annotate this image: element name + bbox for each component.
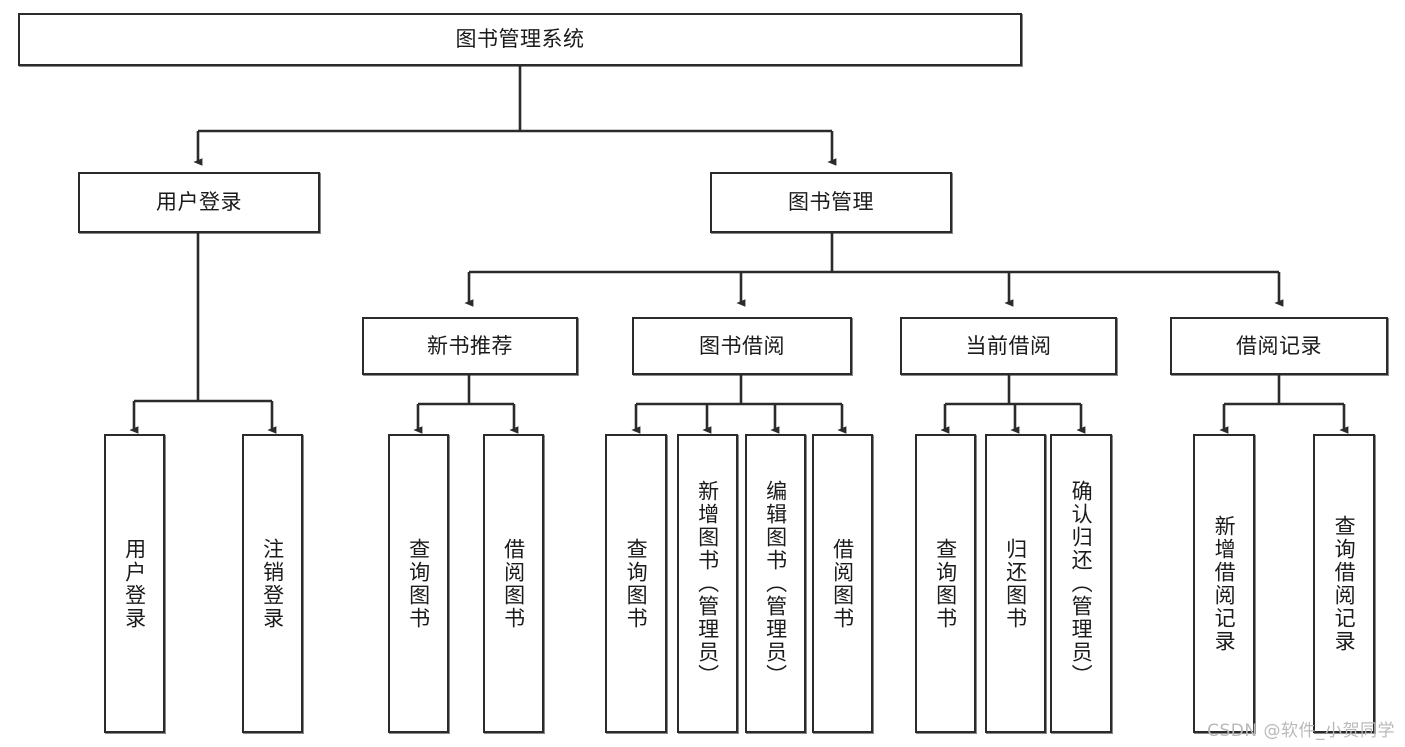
node-leaf-edit-book[interactable]: 编辑图书（管理员） — [745, 434, 806, 733]
node-new-book-rec-label: 新书推荐 — [427, 333, 513, 358]
node-leaf-query-book-1-label: 查询图书 — [406, 537, 431, 630]
node-leaf-query-book-3[interactable]: 查询图书 — [915, 434, 976, 733]
node-current-borrow[interactable]: 当前借阅 — [900, 317, 1117, 375]
node-leaf-borrow-book-1[interactable]: 借阅图书 — [483, 434, 544, 733]
node-leaf-confirm-return-label: 确认归还（管理员） — [1069, 480, 1094, 687]
watermark: CSDN @软件_小贺同学 — [1207, 721, 1395, 741]
node-leaf-query-book-1[interactable]: 查询图书 — [388, 434, 449, 733]
node-user-login[interactable]: 用户登录 — [78, 172, 320, 233]
node-leaf-add-book[interactable]: 新增图书（管理员） — [677, 434, 738, 733]
node-book-manage-label: 图书管理 — [788, 190, 874, 215]
node-leaf-query-record-label: 查询借阅记录 — [1332, 514, 1357, 653]
node-book-manage[interactable]: 图书管理 — [710, 172, 952, 233]
node-leaf-user-login[interactable]: 用户登录 — [104, 434, 165, 733]
node-root-label: 图书管理系统 — [455, 27, 585, 52]
node-leaf-query-book-2-label: 查询图书 — [624, 537, 649, 630]
node-leaf-borrow-book-1-label: 借阅图书 — [501, 537, 526, 630]
node-leaf-logout[interactable]: 注销登录 — [242, 434, 303, 733]
node-current-borrow-label: 当前借阅 — [965, 333, 1052, 358]
node-leaf-query-record[interactable]: 查询借阅记录 — [1313, 434, 1375, 733]
node-leaf-user-login-label: 用户登录 — [122, 537, 147, 630]
node-leaf-borrow-book-2[interactable]: 借阅图书 — [812, 434, 873, 733]
node-borrow-record-label: 借阅记录 — [1236, 333, 1322, 358]
node-leaf-borrow-book-2-label: 借阅图书 — [830, 537, 855, 630]
node-leaf-add-record[interactable]: 新增借阅记录 — [1193, 434, 1255, 733]
node-user-login-label: 用户登录 — [156, 190, 242, 215]
node-book-borrow-label: 图书借阅 — [699, 333, 785, 358]
node-new-book-rec[interactable]: 新书推荐 — [362, 317, 578, 375]
node-leaf-add-record-label: 新增借阅记录 — [1212, 514, 1237, 653]
node-borrow-record[interactable]: 借阅记录 — [1170, 317, 1388, 375]
node-root[interactable]: 图书管理系统 — [18, 13, 1022, 66]
node-leaf-add-book-label: 新增图书（管理员） — [695, 480, 720, 687]
node-leaf-logout-label: 注销登录 — [260, 537, 285, 630]
node-leaf-confirm-return[interactable]: 确认归还（管理员） — [1050, 434, 1112, 733]
node-leaf-return-book-label: 归还图书 — [1003, 537, 1028, 630]
node-leaf-return-book[interactable]: 归还图书 — [985, 434, 1046, 733]
node-leaf-edit-book-label: 编辑图书（管理员） — [763, 480, 788, 687]
node-leaf-query-book-2[interactable]: 查询图书 — [605, 434, 667, 733]
node-leaf-query-book-3-label: 查询图书 — [933, 537, 958, 630]
node-book-borrow[interactable]: 图书借阅 — [632, 317, 852, 375]
